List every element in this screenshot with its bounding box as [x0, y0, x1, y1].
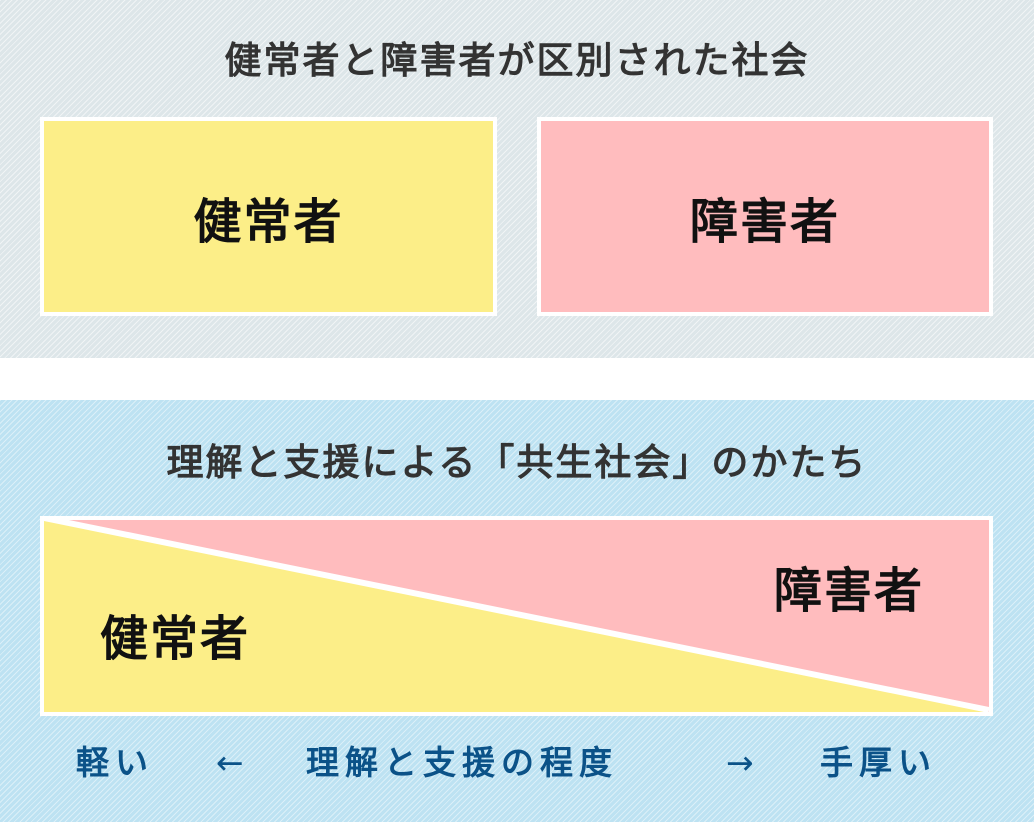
segregated-society-title: 健常者と障害者が区別された社会 [224, 39, 810, 82]
disabled-box: 障害者 [537, 117, 993, 316]
healthy-box: 健常者 [40, 117, 497, 316]
scale-low-label: 軽い [76, 743, 154, 782]
right-arrow-icon: → [726, 743, 760, 782]
disabled-box-label: 障害者 [689, 193, 840, 250]
diagonal-split-graphic [44, 520, 989, 712]
healthy-box-label: 健常者 [193, 193, 344, 250]
support-gradient-diagram: 健常者 障害者 [40, 516, 993, 716]
triangle-healthy-label: 健常者 [100, 611, 251, 667]
triangle-disabled-label: 障害者 [774, 563, 925, 619]
segregated-society-panel: 健常者と障害者が区別された社会 健常者 障害者 [0, 0, 1034, 358]
scale-axis-label: 理解と支援の程度 [306, 743, 618, 782]
support-scale: 軽い ← 理解と支援の程度 → 手厚い [0, 746, 1034, 786]
inclusive-society-panel: 理解と支援による「共生社会」のかたち 健常者 障害者 軽い ← 理解と支援の程度… [0, 400, 1034, 822]
diagonal-divider [44, 520, 989, 712]
inclusive-society-title: 理解と支援による「共生社会」のかたち [166, 441, 868, 484]
scale-high-label: 手厚い [820, 743, 937, 782]
left-arrow-icon: ← [216, 743, 250, 782]
